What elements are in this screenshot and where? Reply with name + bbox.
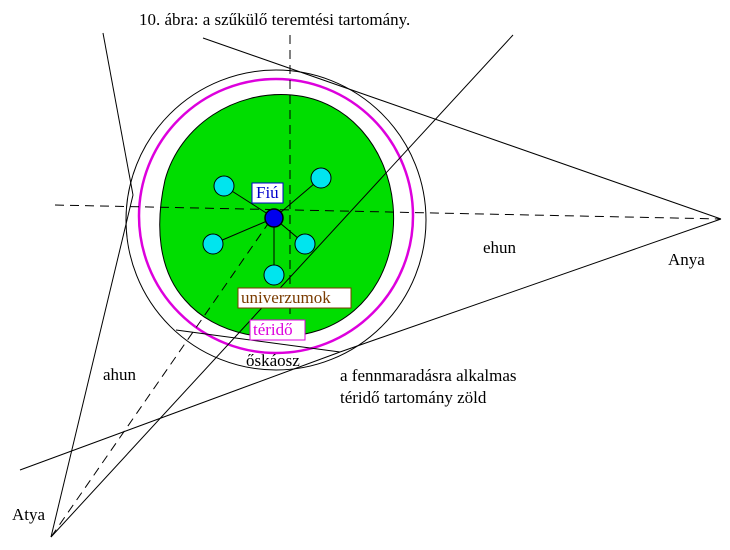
outer-circle <box>125 69 427 371</box>
universe-circle <box>294 233 316 255</box>
magenta-circle <box>137 77 415 355</box>
note-line-1: a fennmaradásra alkalmas <box>340 366 517 385</box>
center-dot <box>264 208 284 228</box>
fiu-label-box <box>251 182 284 204</box>
universe-circle <box>202 233 224 255</box>
anya-label: Anya <box>668 250 705 269</box>
note-line-2: téridő tartomány zöld <box>340 388 487 407</box>
diagram-title: 10. ábra: a szűkülő teremtési tartomány. <box>139 10 410 29</box>
universe-circle <box>213 175 235 197</box>
fiu-label: Fiú <box>256 183 279 202</box>
ehun-label: ehun <box>483 238 517 257</box>
universe-circle <box>310 167 332 189</box>
terido-label-box <box>249 319 306 341</box>
univerzumok-label: univerzumok <box>241 288 331 307</box>
univerzumok-label-box <box>237 287 352 309</box>
universe-circles <box>202 167 332 286</box>
atya-label: Atya <box>12 505 46 524</box>
terido-label: téridő <box>253 320 293 339</box>
construction-lines <box>19 32 722 538</box>
ahun-label: ahun <box>103 365 137 384</box>
oskaosz-label: őskáosz <box>246 351 300 370</box>
dashed-lines <box>50 35 722 538</box>
universe-circle <box>263 264 285 286</box>
